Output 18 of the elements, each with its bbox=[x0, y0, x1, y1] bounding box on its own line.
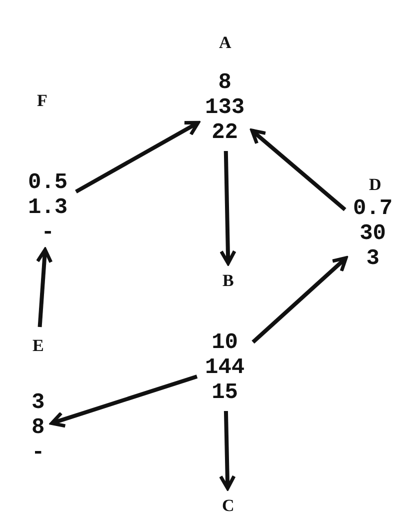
value-stack: 0.5 1.3 - bbox=[26, 170, 70, 245]
arrow bbox=[250, 128, 346, 212]
node-letter: B bbox=[220, 268, 236, 293]
node-letter: E bbox=[30, 333, 46, 358]
arrow bbox=[220, 150, 236, 266]
arrow bbox=[252, 256, 348, 344]
node-letter: A bbox=[217, 30, 234, 55]
arrow bbox=[75, 120, 200, 194]
node-letter: D bbox=[367, 172, 384, 197]
node-letter: F bbox=[35, 88, 50, 113]
value-stack: 10 144 15 bbox=[203, 330, 247, 405]
node-letter: C bbox=[220, 493, 236, 518]
arrow bbox=[50, 374, 198, 428]
arrow bbox=[36, 248, 53, 328]
value-stack: 8 133 22 bbox=[203, 70, 247, 145]
value-stack: 0.7 30 3 bbox=[351, 196, 395, 271]
arrow bbox=[218, 410, 236, 490]
value-stack: 3 8 - bbox=[30, 390, 47, 465]
